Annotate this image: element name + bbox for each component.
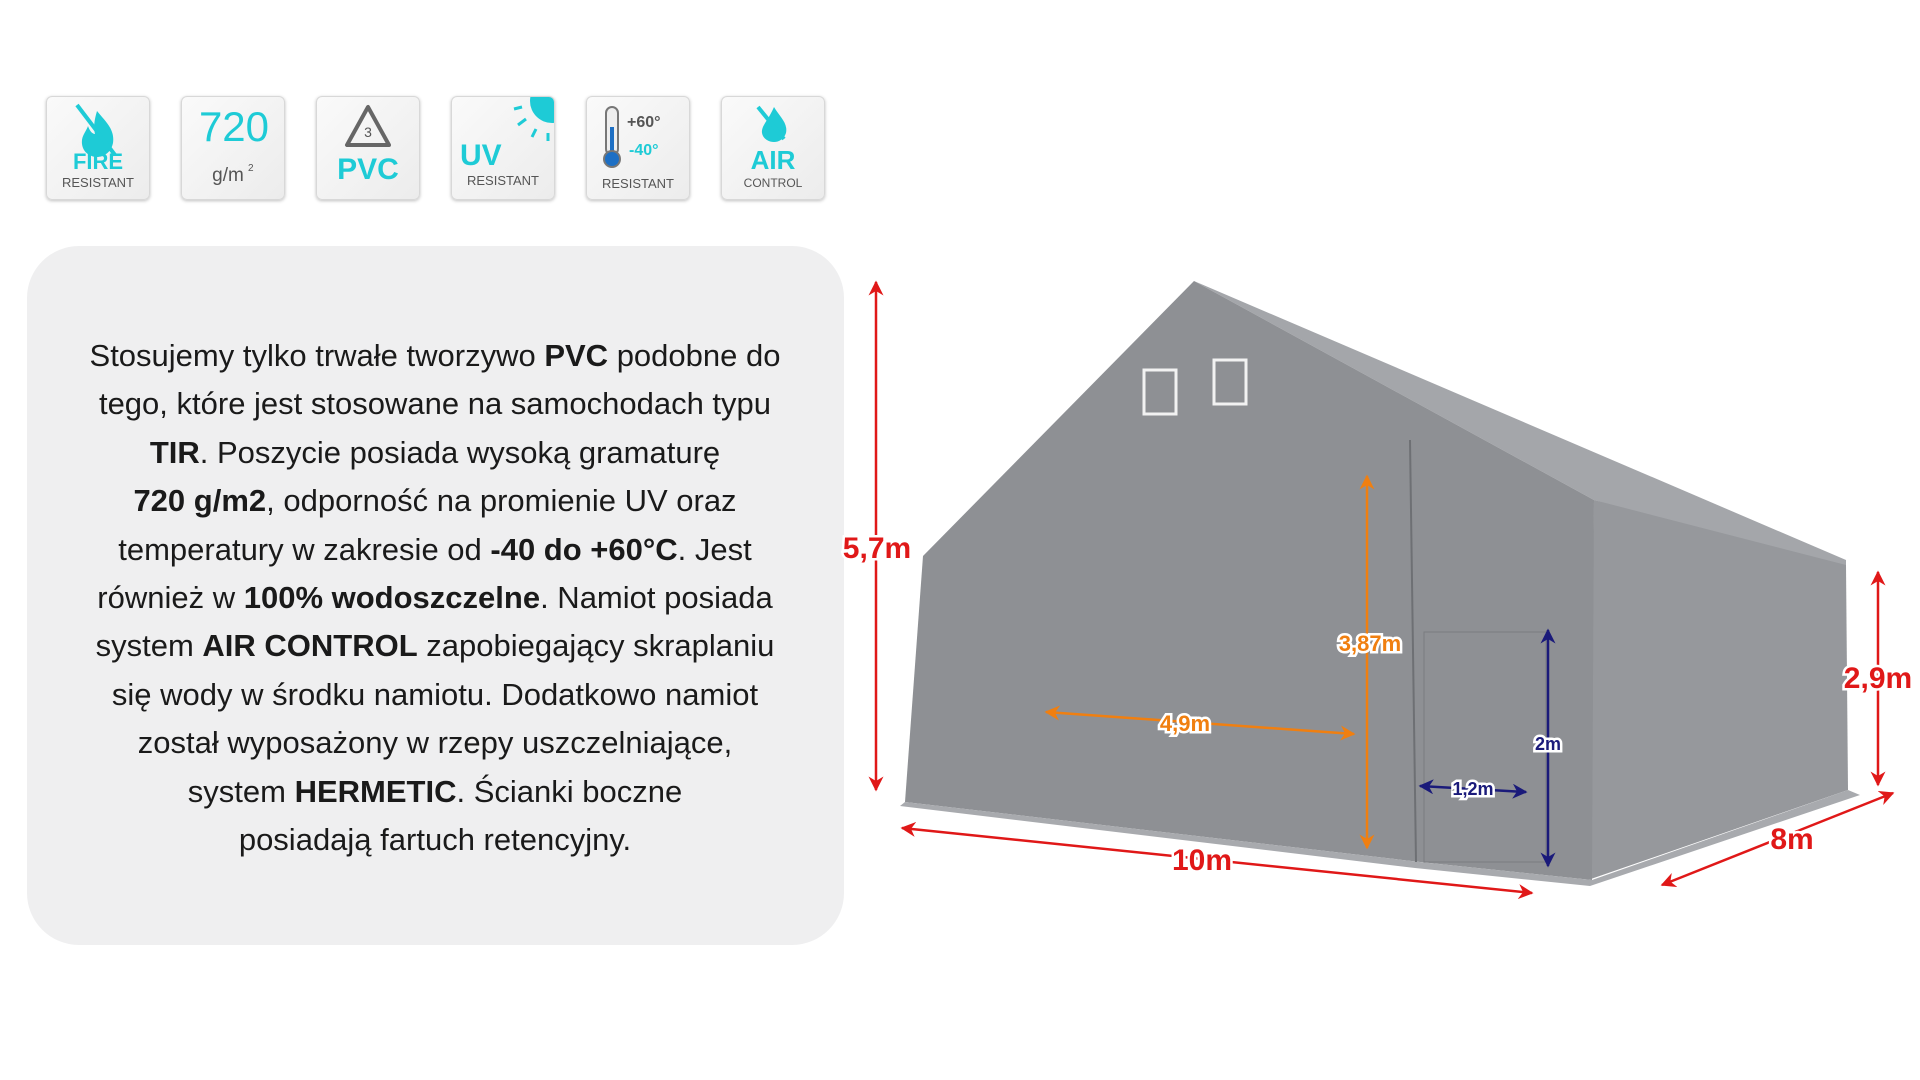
badge-main-text: AIR xyxy=(751,145,796,175)
description-line: TIR. Poszycie posiada wysoką gramaturę xyxy=(40,429,830,477)
dimension-gate-height: 3,87m xyxy=(1336,474,1404,850)
gate-width-label: 4,9m xyxy=(1160,711,1210,736)
door-height-label: 2m xyxy=(1535,734,1561,754)
description-line: 720 g/m2, odporność na promienie UV oraz xyxy=(40,477,830,525)
dimension-door-height: 2m xyxy=(1532,628,1564,868)
description-line: Stosujemy tylko trwałe tworzywo PVC podo… xyxy=(40,332,830,380)
side-height-label: 2,9m xyxy=(1844,662,1912,695)
description-text-segment: podobne do xyxy=(608,338,781,373)
fire-resistant-badge: FIRE RESISTANT xyxy=(46,96,150,200)
badge-main-text: +60° xyxy=(627,114,661,131)
badge-main-text: FIRE xyxy=(73,149,123,174)
description-text-segment: . Jest xyxy=(677,531,752,567)
description-line: również w 100% wodoszczelne. Namiot posi… xyxy=(40,574,830,622)
dimension-side-height: 2,9m xyxy=(1841,570,1915,787)
description-line: się wody w środku namiotu. Dodatkowo nam… xyxy=(40,671,830,719)
dimension-length: 10m xyxy=(900,821,1534,900)
uv-resistant-badge: UV RESISTANT xyxy=(451,96,555,200)
tent-shape xyxy=(900,281,1860,886)
length-label: 10m xyxy=(1172,844,1232,877)
badge-sub-text: CONTROL xyxy=(744,176,803,190)
description-bold-text: -40 do +60°C xyxy=(490,531,678,567)
description-text-segment: . Ścianki boczne xyxy=(456,773,683,809)
description-text: Stosujemy tylko trwałe tworzywo PVC podo… xyxy=(40,332,830,864)
recycle-icon: 3 PVC xyxy=(337,105,399,186)
dimension-width: 8m xyxy=(1660,791,1895,887)
description-text-segment: również w xyxy=(97,580,244,616)
description-line: system AIR CONTROL zapobiegający skrapla… xyxy=(40,622,830,670)
description-panel xyxy=(27,246,844,945)
description-text-segment: system xyxy=(95,628,203,664)
description-bold-text: HERMETIC xyxy=(294,773,457,809)
description-line: został wyposażony w rzepy uszczelniające… xyxy=(40,719,830,767)
weight-720-badge: 720 g/m 2 xyxy=(181,96,285,200)
badge-main2-text: -40° xyxy=(629,142,659,159)
description-text-segment: temperatury w zakresie od xyxy=(118,531,491,567)
air-control-badge: AIR CONTROL xyxy=(721,96,825,200)
description-line: tego, które jest stosowane na samochodac… xyxy=(40,380,830,428)
description-text-segment: tego, które jest stosowane na samochodac… xyxy=(98,386,772,422)
badge-main-text: PVC xyxy=(337,153,399,186)
badge-main-text: 720 xyxy=(199,103,269,150)
air-drop-icon: AIR CONTROL xyxy=(744,105,803,190)
description-bold-text: 720 g/m2 xyxy=(133,483,267,519)
badge-main-text: UV xyxy=(460,139,502,172)
badge-sub-text: g/m xyxy=(212,165,244,186)
description-text-segment: system xyxy=(187,773,295,809)
pvc-badge: 3 PVC xyxy=(316,96,420,200)
description-text-segment: , odporność na promienie UV oraz xyxy=(266,483,737,519)
dimension-door-width: 1,2m xyxy=(1418,777,1528,802)
gate-height-label: 3,87m xyxy=(1339,631,1401,656)
dimension-total-height: 5,7m xyxy=(840,280,914,792)
badge-superscript: 2 xyxy=(248,163,254,174)
description-bold-text: PVC xyxy=(544,338,609,373)
description-bold-text: 100% wodoszczelne xyxy=(243,580,541,616)
description-text-segment: został wyposażony w rzepy uszczelniające… xyxy=(137,725,733,761)
sun-icon: UV RESISTANT xyxy=(460,97,554,188)
width-label: 8m xyxy=(1770,823,1813,856)
temperature-resistant-badge: +60° -40° RESISTANT xyxy=(586,96,690,200)
dimension-gate-width: 4,9m xyxy=(1044,705,1356,741)
total-height-label: 5,7m xyxy=(843,532,911,565)
description-line: system HERMETIC. Ścianki boczne xyxy=(40,768,830,816)
badge-sub-text: RESISTANT xyxy=(62,175,134,190)
description-text-segment: . Namiot posiada xyxy=(540,580,773,616)
description-text-segment: Stosujemy tylko trwałe tworzywo xyxy=(89,338,545,373)
badge-sub-text: RESISTANT xyxy=(467,173,539,188)
description-line: posiadają fartuch retencyjny. xyxy=(40,816,830,864)
description-text-segment: zapobiegający skraplaniu xyxy=(417,628,775,664)
badge-sub-text: 3 xyxy=(364,124,372,140)
door-width-label: 1,2m xyxy=(1452,779,1493,799)
fire-icon: FIRE RESISTANT xyxy=(62,103,134,190)
vent-windows xyxy=(1142,358,1248,416)
description-bold-text: AIR CONTROL xyxy=(202,628,418,664)
thermometer-icon: +60° -40° RESISTANT xyxy=(602,106,674,191)
description-text-segment: posiadają fartuch retencyjny. xyxy=(238,822,632,858)
description-line: temperatury w zakresie od -40 do +60°C. … xyxy=(40,526,830,574)
description-text-segment: . Poszycie posiada wysoką gramaturę xyxy=(199,434,721,470)
description-text-segment: się wody w środku namiotu. Dodatkowo nam… xyxy=(111,676,759,712)
badge-sub-text: RESISTANT xyxy=(602,176,674,191)
description-bold-text: TIR xyxy=(149,434,200,470)
